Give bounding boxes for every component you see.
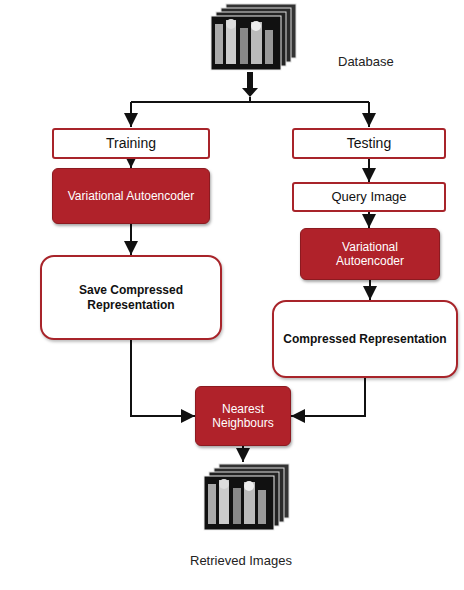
image-label: Database	[338, 54, 394, 69]
stage-box: Training	[52, 128, 210, 159]
storage-box: Save Compressed Representation	[40, 255, 222, 340]
output-arrow	[243, 446, 244, 462]
node-text: Variational Autoencoder	[68, 189, 195, 203]
node-text: Variational Autoencoder	[309, 240, 431, 269]
process-box: Variational Autoencoder	[300, 228, 440, 280]
input-box: Query Image	[292, 182, 446, 212]
flow-arrow	[131, 340, 195, 416]
flow-arrow	[368, 212, 370, 228]
flow-arrow	[368, 159, 370, 182]
node-text: Save Compressed Representation	[50, 283, 212, 312]
process-box: Variational Autoencoder	[52, 168, 210, 224]
node-text: Compressed Representation	[283, 332, 446, 346]
flow-arrow	[291, 378, 365, 416]
node-text: Training	[106, 135, 156, 152]
image-label: Retrieved Images	[190, 553, 292, 568]
node-text: Testing	[347, 135, 391, 152]
split-arrow	[131, 72, 369, 127]
database-image-stack	[211, 4, 296, 70]
flow-arrow	[369, 280, 371, 300]
output-box: Compressed Representation	[272, 300, 458, 378]
node-text: Query Image	[331, 189, 406, 205]
flow-arrow	[130, 224, 132, 255]
process-box: Nearest Neighbours	[195, 386, 291, 446]
flow-arrow	[130, 159, 132, 168]
retrieved-image-stack	[204, 464, 289, 530]
node-text: Nearest Neighbours	[204, 402, 282, 431]
stage-box: Testing	[292, 128, 446, 159]
